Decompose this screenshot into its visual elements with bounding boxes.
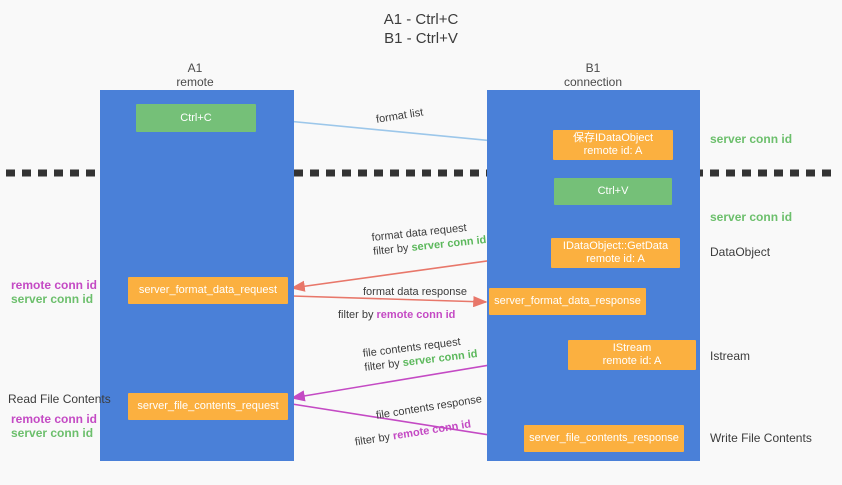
edge-format-data-response (291, 295, 488, 308)
node-istream[interactable]: IStream remote id: A (568, 340, 696, 370)
node-save-idataobject-line2: remote id: A (583, 145, 643, 157)
lane-header-b1-role: connection (563, 75, 623, 89)
page-title: A1 - Ctrl+C B1 - Ctrl+V (301, 10, 541, 48)
edge-file-contents-response (291, 403, 523, 444)
annotation-left-remote-conn-id-1: remote conn id (11, 278, 98, 292)
annotation-right-write-file-contents: Write File Contents (710, 431, 812, 445)
node-save-idataobject[interactable]: 保存IDataObject remote id: A (553, 130, 673, 160)
annotation-right-dataobject: DataObject (710, 245, 771, 259)
filter-prefix: filter by (338, 309, 374, 321)
node-ctrl-c-label: Ctrl+C (180, 111, 212, 124)
edge-label-format-data-response: format data response filter by remote co… (338, 285, 467, 322)
lane-header-a1-role: remote (176, 75, 214, 89)
annotation-left-read-file-contents: Read File Contents (8, 392, 111, 406)
lane-header-a1: A1 remote (120, 61, 270, 89)
node-server-file-contents-response-label: server_file_contents_response (529, 432, 679, 444)
node-istream-line2: remote id: A (602, 355, 662, 367)
annotation-left-server-conn-id-2: server conn id (11, 426, 94, 440)
node-server-file-contents-request[interactable]: server_file_contents_request (128, 393, 288, 420)
page-title-line2: B1 - Ctrl+V (384, 30, 458, 47)
annotation-right-server-conn-id-1: server conn id (710, 132, 793, 146)
node-server-file-contents-response[interactable]: server_file_contents_response (524, 425, 684, 452)
lane-header-a1-name: A1 (187, 61, 203, 75)
filter-prefix: filter by (372, 242, 410, 258)
annotation-right-istream: Istream (710, 349, 751, 363)
node-save-idataobject-line1: 保存IDataObject (572, 132, 654, 144)
lane-header-b1: B1 connection (518, 61, 668, 89)
node-ctrl-c[interactable]: Ctrl+C (136, 104, 256, 132)
filter-key-remote-conn-id: remote conn id (376, 309, 456, 321)
edge-label-format-data-response-text: format data response (363, 286, 467, 298)
node-server-format-data-response[interactable]: server_format_data_response (489, 288, 646, 315)
node-getdata-line1: IDataObject::GetData (562, 240, 669, 252)
annotation-left-remote-conn-id-2: remote conn id (11, 412, 98, 426)
page-title-line1: A1 - Ctrl+C (383, 11, 459, 28)
node-server-file-contents-request-label: server_file_contents_request (137, 400, 279, 412)
node-server-format-data-request[interactable]: server_format_data_request (128, 277, 288, 304)
node-server-format-data-response-label: server_format_data_response (494, 295, 641, 307)
annotation-left-server-conn-id-1: server conn id (11, 292, 94, 306)
node-server-format-data-request-label: server_format_data_request (138, 284, 278, 296)
node-istream-line1: IStream (612, 342, 652, 354)
edge-label-format-data-response-filter: filter by remote conn id (338, 308, 467, 322)
lane-header-b1-name: B1 (585, 61, 601, 75)
node-ctrl-v-label: Ctrl+V (597, 185, 629, 197)
node-getdata[interactable]: IDataObject::GetData remote id: A (551, 238, 680, 268)
node-ctrl-v[interactable]: Ctrl+V (554, 178, 672, 205)
annotation-right-server-conn-id-2: server conn id (710, 210, 793, 224)
node-getdata-line2: remote id: A (586, 253, 645, 265)
